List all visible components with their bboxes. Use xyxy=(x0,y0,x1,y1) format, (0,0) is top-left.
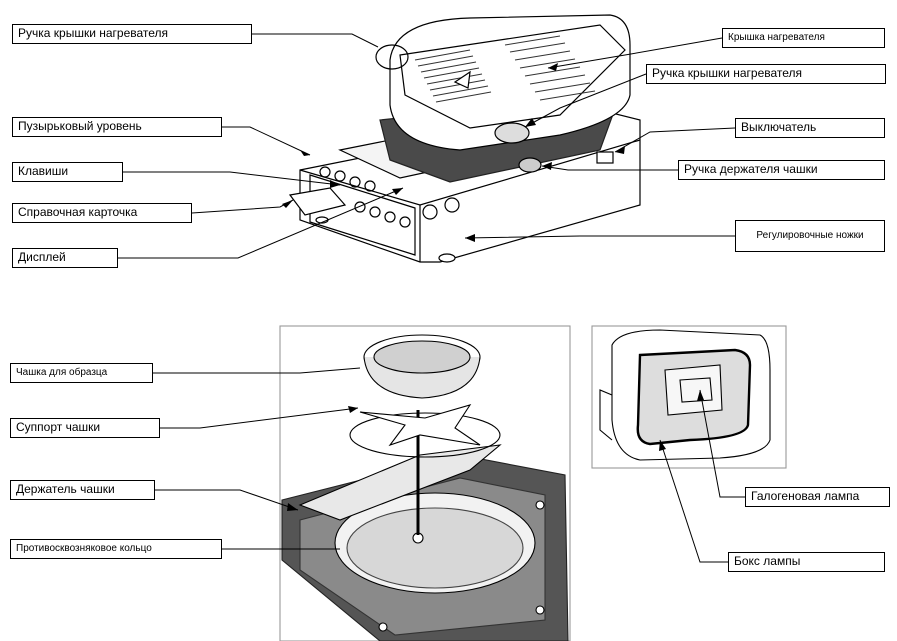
halogen-lamp xyxy=(665,365,722,415)
label-heater-lid-handle-right: Ручка крышки нагревателя xyxy=(646,64,886,84)
analyzer-illustration xyxy=(290,15,640,262)
cup-holder-knob xyxy=(519,158,541,172)
label-keys: Клавиши xyxy=(12,162,123,182)
label-leveling-feet: Регулировочные ножки xyxy=(735,220,885,252)
label-cup-holder-handle: Ручка держателя чашки xyxy=(678,160,885,180)
cup-assembly-panel xyxy=(280,326,570,641)
label-cup-holder: Держатель чашки xyxy=(10,480,155,500)
label-sample-cup: Чашка для образца xyxy=(10,363,153,383)
label-cup-support: Суппорт чашки xyxy=(10,418,160,438)
label-display: Дисплей xyxy=(12,248,118,268)
label-heater-lid: Крышка нагревателя xyxy=(722,28,885,48)
label-power-switch: Выключатель xyxy=(735,118,885,138)
lamp-box-panel xyxy=(592,326,786,468)
label-heater-lid-handle-left: Ручка крышки нагревателя xyxy=(12,24,252,44)
label-lamp-box: Бокс лампы xyxy=(728,552,885,572)
label-reference-card: Справочная карточка xyxy=(12,203,192,223)
label-draft-ring: Противосквозняковое кольцо xyxy=(10,539,222,559)
label-halogen-lamp: Галогеновая лампа xyxy=(745,487,890,507)
lid-front-handle xyxy=(495,123,529,143)
label-bubble-level: Пузырьковый уровень xyxy=(12,117,222,137)
power-switch xyxy=(597,152,613,163)
